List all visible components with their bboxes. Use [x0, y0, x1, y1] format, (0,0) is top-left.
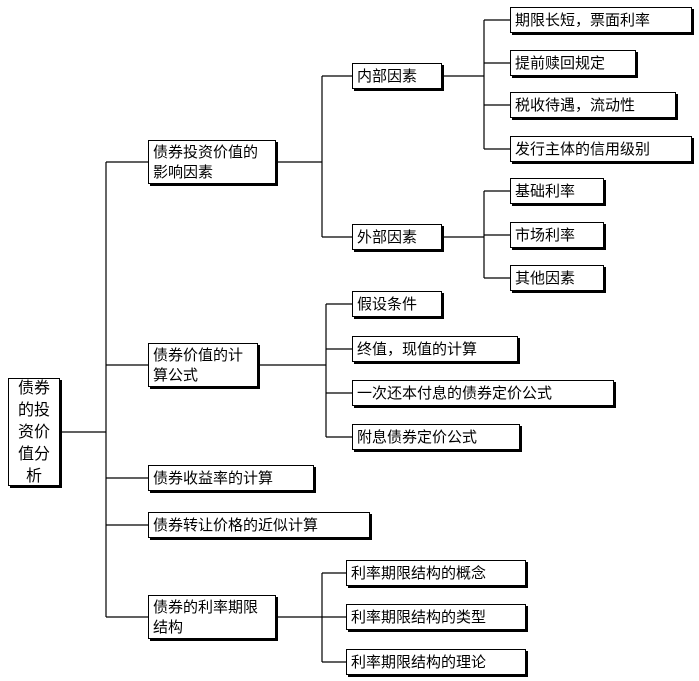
branch-value-formula: 债券价值的计算公式 [148, 343, 258, 387]
subgroup-external-factors: 外部因素 [352, 224, 442, 250]
branch-yield-calc: 债券收益率的计算 [148, 465, 314, 491]
formula-item: 一次还本付息的债券定价公式 [352, 380, 614, 406]
external-item: 基础利率 [510, 178, 604, 204]
term-structure-item: 利率期限结构的理论 [346, 649, 526, 675]
term-structure-item: 利率期限结构的类型 [346, 604, 526, 630]
formula-item: 终值，现值的计算 [352, 336, 518, 362]
internal-item: 税收待遇，流动性 [510, 92, 676, 118]
internal-item: 期限长短，票面利率 [510, 7, 692, 33]
term-structure-item: 利率期限结构的概念 [346, 560, 526, 586]
root-node: 债券的投资价值分析 [8, 378, 60, 486]
branch-influence-factors: 债券投资价值的影响因素 [148, 140, 276, 184]
external-item: 其他因素 [510, 265, 604, 291]
branch-term-structure: 债券的利率期限结构 [148, 595, 276, 639]
external-item: 市场利率 [510, 222, 604, 248]
formula-item: 附息债券定价公式 [352, 424, 520, 450]
internal-item: 提前赎回规定 [510, 50, 636, 76]
internal-item: 发行主体的信用级别 [510, 136, 692, 162]
branch-transfer-price: 债券转让价格的近似计算 [148, 512, 370, 538]
formula-item: 假设条件 [352, 291, 442, 317]
subgroup-internal-factors: 内部因素 [352, 63, 442, 89]
